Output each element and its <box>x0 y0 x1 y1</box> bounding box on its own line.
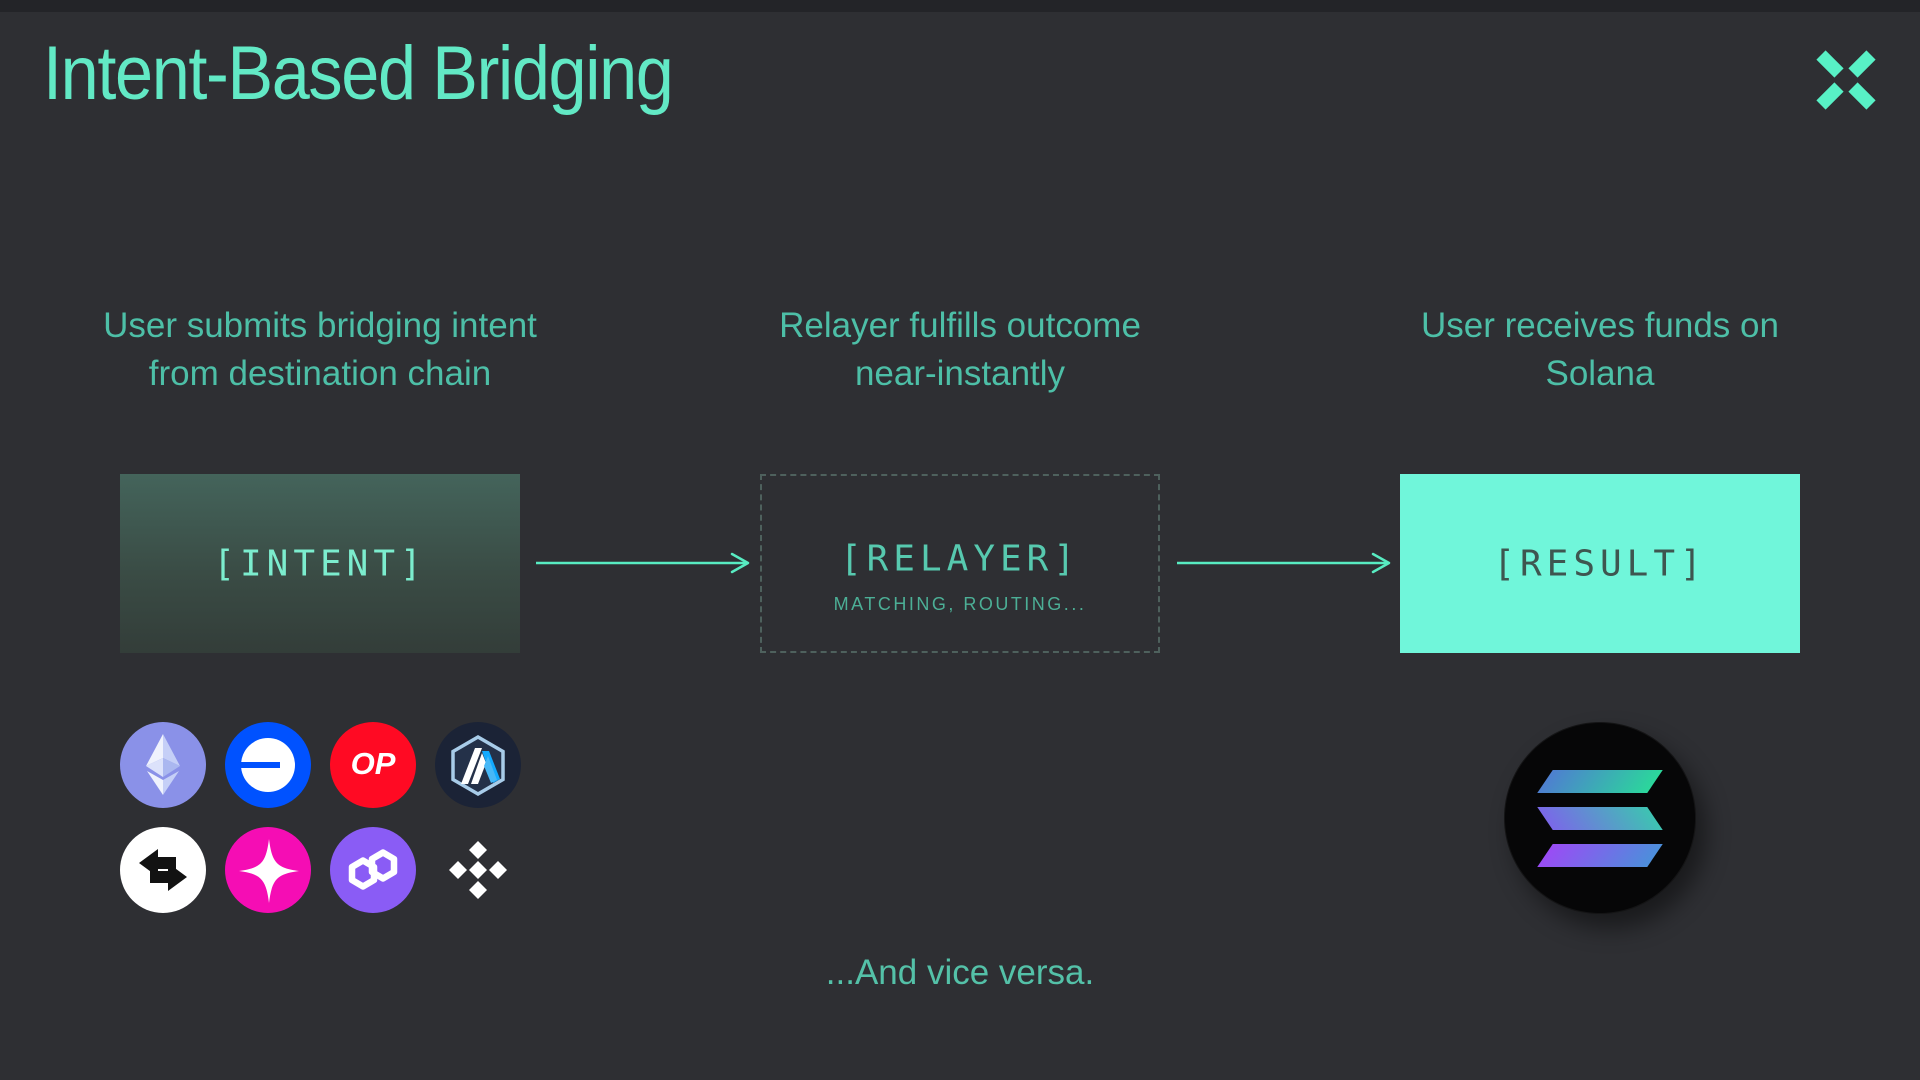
slide-title: Intent-Based Bridging <box>43 31 674 116</box>
unichain-chain-icon <box>225 827 311 913</box>
heading-line: Relayer fulfills outcome <box>779 306 1141 345</box>
relayer-box: [RELAYER] MATCHING, ROUTING... <box>760 474 1160 653</box>
footer-note: ...And vice versa. <box>825 953 1095 992</box>
solana-bars <box>1537 770 1663 867</box>
swap-bridge-chain-icon <box>120 827 206 913</box>
intent-label: [INTENT] <box>213 543 427 584</box>
slide-top-edge <box>0 0 1920 12</box>
source-chains-grid: OP <box>120 722 521 913</box>
polygon-chain-icon <box>330 827 416 913</box>
heading-line: from destination chain <box>148 354 492 393</box>
ethereum-chain-icon <box>120 722 206 808</box>
flow-arrow-icon <box>536 552 750 574</box>
solana-chain-icon <box>1504 722 1696 914</box>
flow-arrow-icon <box>1177 552 1391 574</box>
brand-x-icon <box>1812 46 1880 114</box>
arbitrum-chain-icon <box>435 722 521 808</box>
bnb-chain-icon <box>435 827 521 913</box>
optimism-chain-icon: OP <box>330 722 416 808</box>
result-box: [RESULT] <box>1400 474 1800 653</box>
heading-line: Solana <box>1545 354 1655 393</box>
column-heading-relayer: Relayer fulfills outcome near-instantly <box>700 302 1220 398</box>
column-heading-result: User receives funds on Solana <box>1340 302 1860 398</box>
result-label: [RESULT] <box>1493 543 1707 584</box>
column-heading-intent: User submits bridging intent from destin… <box>60 302 580 398</box>
relayer-sublabel: MATCHING, ROUTING... <box>833 594 1087 614</box>
optimism-op-label: OP <box>350 745 396 781</box>
heading-line: User submits bridging intent <box>103 306 537 345</box>
intent-box: [INTENT] <box>120 474 520 653</box>
relayer-label: [RELAYER] <box>839 538 1081 580</box>
base-chain-icon <box>225 722 311 808</box>
heading-line: near-instantly <box>854 354 1066 393</box>
heading-line: User receives funds on <box>1421 306 1779 345</box>
